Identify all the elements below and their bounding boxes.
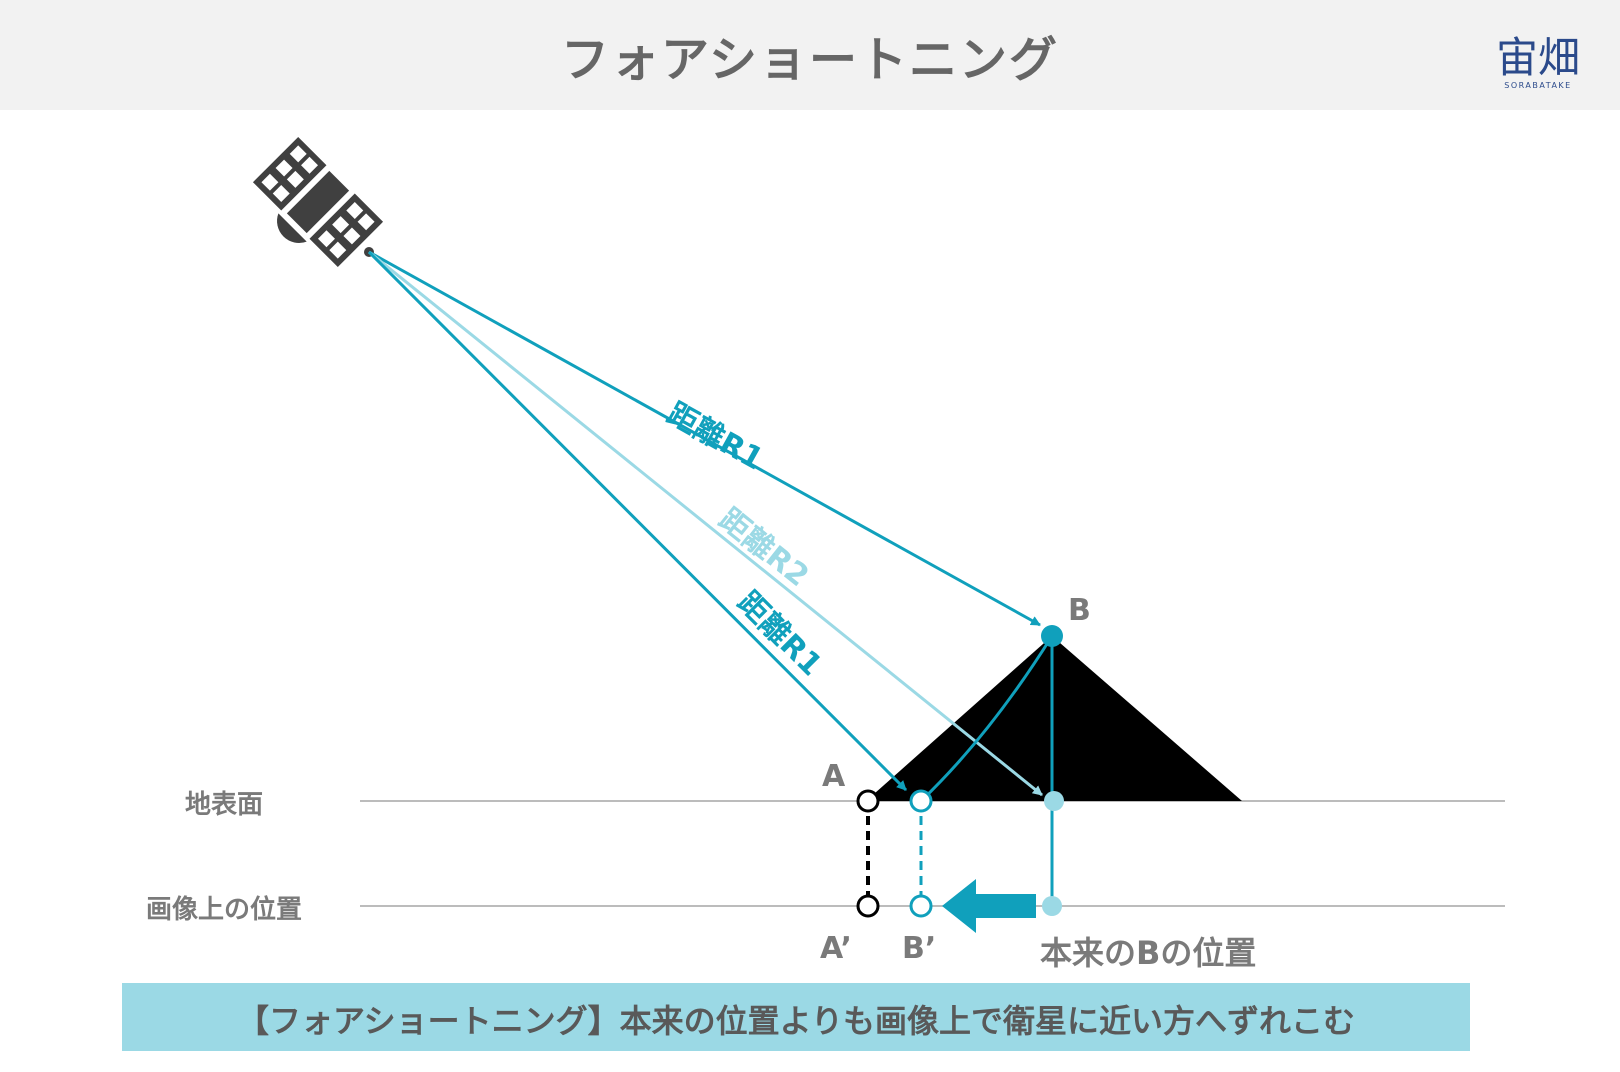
label-b: B (1068, 593, 1091, 628)
point-b-prime-ground (909, 789, 933, 813)
logo-subtext: SORABATAKE (1504, 81, 1571, 90)
caption-band: 【フォアショートニング】本来の位置よりも画像上で衛星に近い方へずれこむ (122, 983, 1470, 1051)
label-a-prime: A’ (820, 931, 852, 966)
range-line-r2 (368, 250, 1043, 797)
page-title: フォアショートニング (560, 32, 1060, 88)
distance-label-r2: 距離R2 (712, 502, 815, 594)
point-b-prime (909, 894, 933, 918)
foreshortening-diagram: 距離R1 距離R2 距離R1 B A A’ B’ 本来のBの位置 地表面 画像上… (146, 136, 1505, 972)
logo: 宙畑 SORABATAKE (1496, 33, 1580, 90)
row-label-ground: 地表面 (185, 790, 263, 820)
mountain (866, 636, 1242, 801)
distance-label-upper-r1: 距離R1 (661, 396, 769, 477)
distance-label-lower-r1: 距離R1 (730, 585, 828, 683)
label-b-prime: B’ (902, 931, 936, 966)
row-label-image: 画像上の位置 (146, 894, 302, 925)
point-original-b (1042, 896, 1062, 916)
point-a-prime (856, 894, 880, 918)
point-b (1041, 625, 1063, 647)
satellite-icon (252, 136, 384, 268)
logo-text: 宙畑 (1496, 33, 1580, 82)
projection-arc (919, 635, 1054, 803)
range-line-upper-r1 (368, 250, 1041, 627)
left-arrow-icon (942, 879, 1036, 933)
label-a: A (822, 759, 846, 794)
point-b-ground (1044, 791, 1064, 811)
point-a (856, 789, 880, 813)
label-original-b: 本来のBの位置 (1040, 934, 1256, 972)
range-line-lower-r1 (367, 250, 908, 792)
header (0, 0, 1620, 110)
caption-text: 【フォアショートニング】本来の位置よりも画像上で衛星に近い方へずれこむ (236, 1002, 1356, 1040)
